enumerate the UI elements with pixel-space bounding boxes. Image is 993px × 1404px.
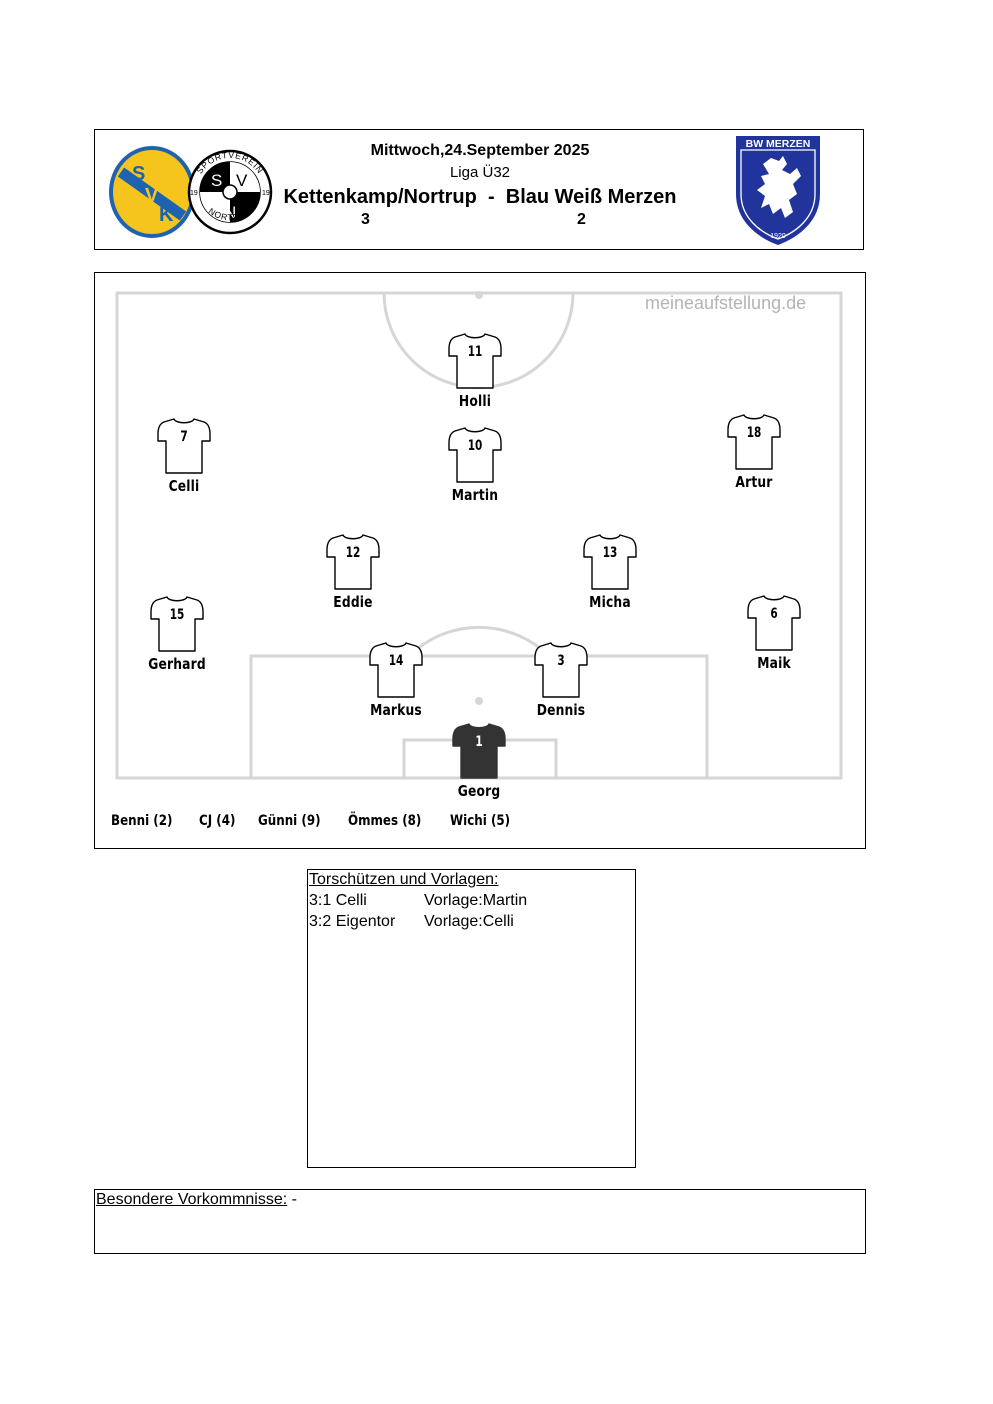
player-name: Maik (757, 654, 791, 672)
shirt-number: 13 (603, 545, 618, 561)
shirt-number: 1 (475, 734, 482, 750)
shirt-number: 18 (747, 425, 762, 441)
player-name: Holli (458, 392, 492, 410)
match-date: Mittwoch,24.September 2025 (370, 142, 590, 159)
bw-crest-year: 1920 (770, 233, 786, 240)
substitute-player: Ömmes (8) (347, 813, 422, 829)
lion-icon (757, 156, 801, 218)
svn-year-right: 19 (262, 190, 270, 197)
shirt-number: 12 (346, 545, 361, 561)
shirt-icon: 13 (583, 534, 637, 590)
player-name: Artur (735, 473, 773, 491)
incidents-text: Besondere Vorkommnisse: - (96, 1191, 297, 1209)
shirt-icon: 14 (369, 642, 423, 698)
svn-year-left: 19 (190, 190, 198, 197)
shirt-icon: 10 (448, 427, 502, 483)
shirt-number: 15 (170, 607, 185, 623)
league-name: Liga Ü32 (449, 164, 511, 181)
substitutes-list: Benni (2) CJ (4) Günni (9) Ömmes (8) Wic… (111, 813, 537, 829)
home-team: Kettenkamp/Nortrup (283, 186, 477, 208)
away-score: 2 (577, 211, 586, 228)
shirt-icon: 3 (534, 642, 588, 698)
watermark: meineaufstellung.de (645, 293, 807, 313)
shirt-icon: 15 (150, 596, 204, 652)
player-name: Markus (370, 701, 422, 719)
svk-letter-v: V (145, 185, 159, 207)
player-name: Dennis (536, 701, 586, 719)
svn-ring-bottom-text: NORTRUP (207, 206, 253, 223)
shirt-number: 14 (389, 653, 404, 669)
shirt-number: 7 (180, 429, 187, 445)
shirt-number: 11 (468, 344, 483, 360)
incidents-panel: Besondere Vorkommnisse: - (94, 1189, 866, 1254)
shirt-icon: 12 (326, 534, 380, 590)
svn-letter-s: S (211, 171, 222, 190)
player-name: Micha (589, 593, 631, 611)
scorers-panel: Torschützen und Vorlagen: 3:1 Celli Vorl… (307, 869, 636, 1168)
match-teams: Kettenkamp/Nortrup - Blau Weiß Merzen (95, 186, 865, 209)
bw-crest-title: BW MERZEN (746, 138, 811, 150)
svk-letter-k: K (159, 204, 174, 226)
away-team: Blau Weiß Merzen (505, 186, 677, 208)
player-name: Gerhard (148, 655, 206, 673)
shirt-number: 10 (468, 438, 483, 454)
player-name: Martin (451, 486, 499, 504)
shirt-number: 3 (557, 653, 564, 669)
shirt-icon: 18 (727, 414, 781, 470)
goal-scorer: 3:1 Celli (309, 892, 367, 909)
substitute-player: Günni (9) (258, 813, 321, 829)
incidents-value: - (287, 1191, 297, 1208)
goal-assist: Vorlage:Celli (424, 913, 514, 930)
substitute-player: CJ (4) (199, 813, 236, 829)
svn-letter-v: V (236, 171, 248, 190)
scorers-title: Torschützen und Vorlagen: (309, 871, 499, 888)
player-name: Georg (457, 782, 501, 800)
bw-merzen-crest: BW MERZEN 1920 (736, 136, 820, 246)
match-header: S V K S V N SPORTVEREIN NORTRUP 19 19 Mi… (94, 129, 864, 250)
shirt-number: 6 (770, 606, 777, 622)
shirt-icon: 6 (747, 595, 801, 651)
substitute-player: Wichi (5) (450, 813, 511, 829)
home-score: 3 (361, 211, 370, 228)
shirt-icon: 7 (157, 418, 211, 474)
goal-assist: Vorlage:Martin (424, 892, 528, 909)
svn-club-logo: S V N SPORTVEREIN NORTRUP 19 19 (187, 149, 273, 235)
team-separator: - (487, 186, 495, 208)
goal-scorer: 3:2 Eigentor (309, 913, 396, 930)
player-name: Celli (168, 477, 200, 495)
svn-letter-n: N (224, 203, 236, 222)
player-name: Eddie (333, 593, 373, 611)
substitute-player: Benni (2) (111, 813, 173, 829)
shirt-icon: 11 (448, 333, 502, 389)
incidents-label: Besondere Vorkommnisse: (96, 1191, 288, 1208)
svk-letter-s: S (132, 163, 145, 185)
goalkeeper-shirt-icon: 1 (452, 723, 506, 779)
